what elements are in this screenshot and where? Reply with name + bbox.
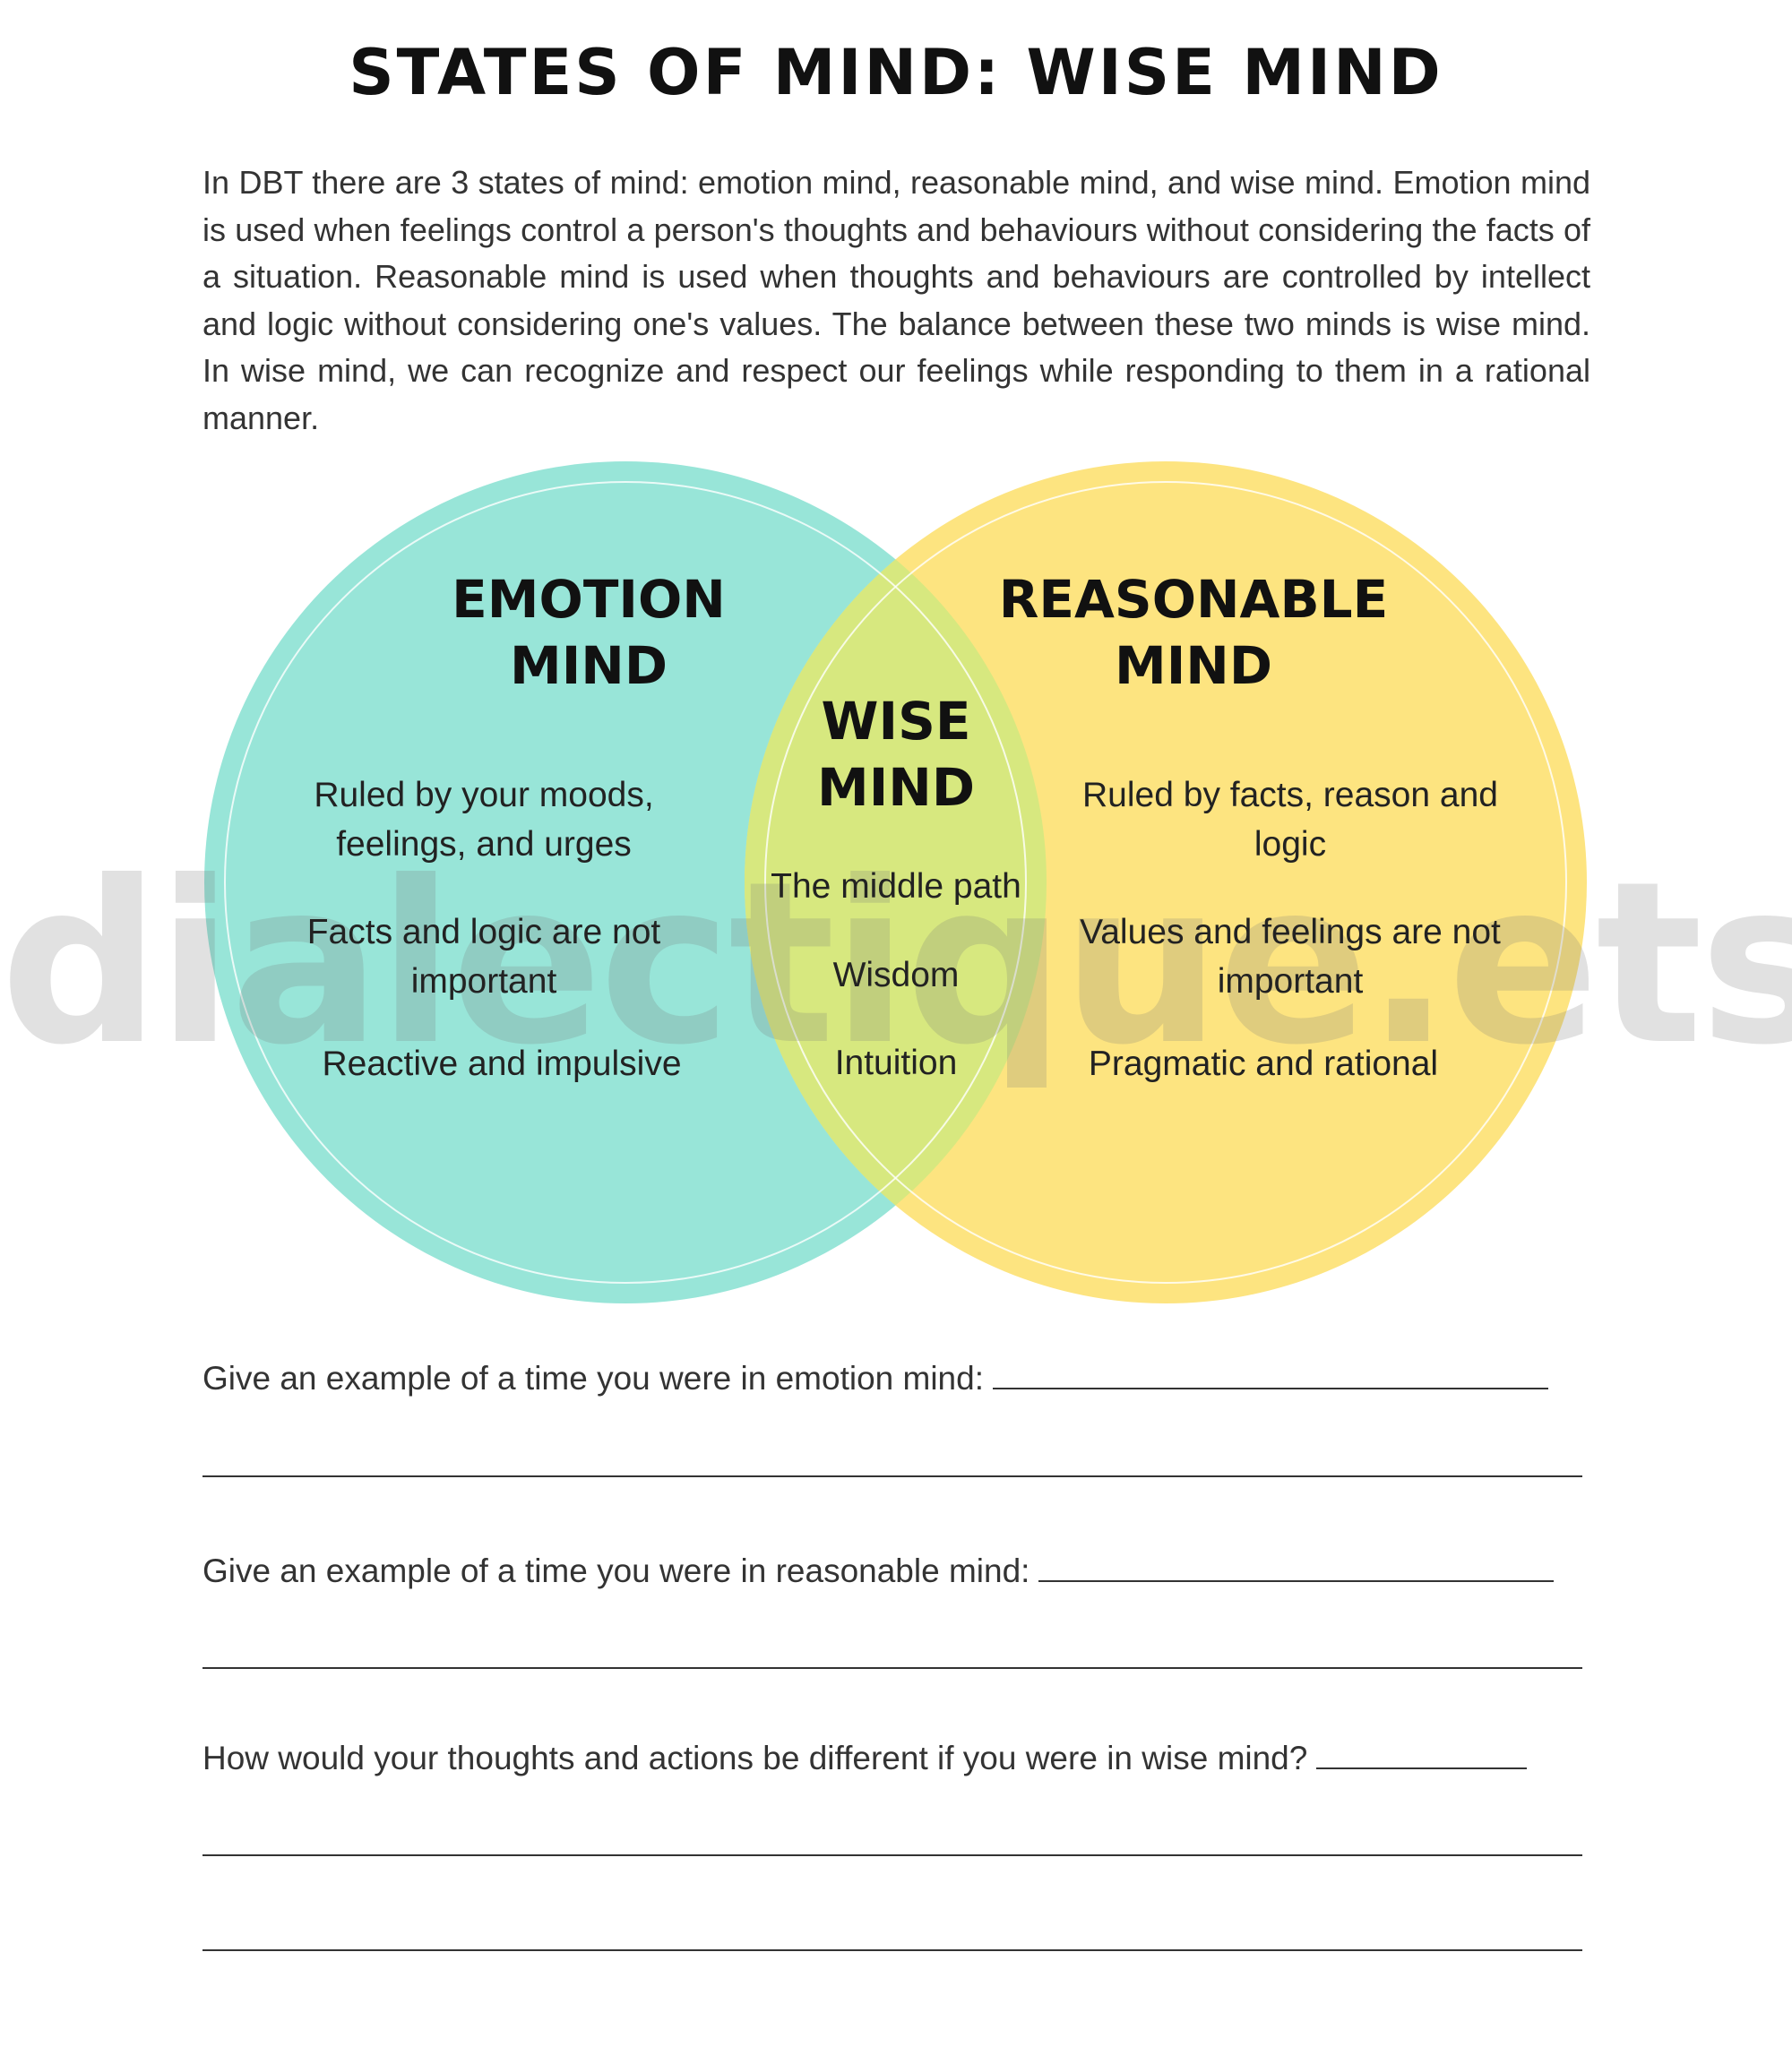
emotion-item: Facts and logic are not important: [306, 913, 661, 1001]
reasonable-item: Pragmatic and rational: [1088, 1045, 1439, 1083]
wise-item: The middle path: [771, 867, 1021, 906]
heading-line: WISE: [821, 691, 971, 752]
reasonable-inner-ring: [764, 481, 1567, 1284]
reasonable-mind-heading: REASONABLE MIND: [969, 566, 1417, 699]
emotion-inner-ring: [224, 481, 1027, 1284]
answer-line[interactable]: [202, 1667, 1582, 1669]
heading-line: MIND: [817, 757, 975, 818]
answer-line[interactable]: [202, 1949, 1582, 1951]
wise-item: Wisdom: [832, 956, 960, 994]
question-text: Give an example of a time you were in em…: [202, 1360, 984, 1397]
heading-line: EMOTION: [452, 569, 726, 630]
emotion-mind-heading: EMOTION MIND: [409, 566, 768, 699]
question-text: Give an example of a time you were in re…: [202, 1552, 1030, 1589]
emotion-item: Ruled by your moods, feelings, and urges: [314, 776, 654, 864]
venn-diagram: [204, 461, 1587, 1303]
wise-mind-heading: WISE MIND: [806, 688, 986, 821]
intro-paragraph: In DBT there are 3 states of mind: emoti…: [202, 164, 1590, 436]
wise-overlap: [745, 461, 1047, 1303]
emotion-item: Reactive and impulsive: [322, 1045, 682, 1083]
heading-line: REASONABLE: [998, 569, 1389, 630]
watermark: dialectique.etsy: [0, 833, 1792, 1094]
heading-line: MIND: [510, 635, 668, 696]
answer-field[interactable]: [1038, 1550, 1555, 1582]
question-text: How would your thoughts and actions be d…: [202, 1740, 1308, 1776]
heading-line: MIND: [1115, 635, 1272, 696]
question-reasonable: Give an example of a time you were in re…: [202, 1550, 1555, 1590]
answer-field[interactable]: [1316, 1737, 1528, 1769]
answer-field[interactable]: [992, 1357, 1548, 1389]
answer-line[interactable]: [202, 1854, 1582, 1856]
reasonable-item: Ruled by facts, reason and logic: [1082, 776, 1498, 864]
question-wise: How would your thoughts and actions be d…: [202, 1737, 1528, 1777]
reasonable-item: Values and feelings are not important: [1080, 913, 1501, 1001]
page-title: STATES OF MIND: WISE MIND: [349, 36, 1443, 109]
answer-line[interactable]: [202, 1475, 1582, 1477]
wise-item: Intuition: [834, 1044, 958, 1082]
question-emotion: Give an example of a time you were in em…: [202, 1357, 1548, 1398]
